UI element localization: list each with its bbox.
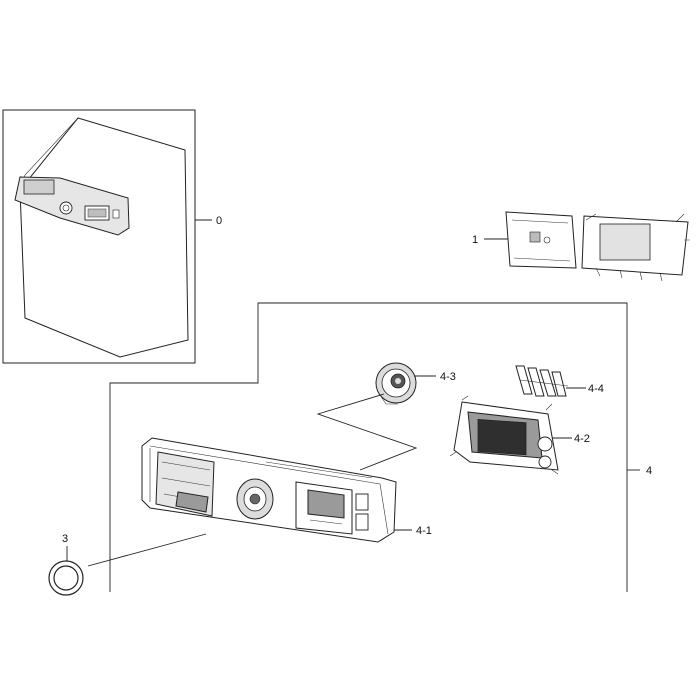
label-3: 3 bbox=[62, 533, 68, 545]
label-4-2: 4-2 bbox=[574, 433, 590, 445]
pcb-front-board bbox=[505, 211, 577, 269]
washer-overview-group: 0 bbox=[2, 109, 222, 364]
label-4: 4 bbox=[646, 465, 652, 477]
leader-3-to-panel bbox=[87, 533, 207, 567]
display-module-button bbox=[537, 436, 553, 452]
washer-body bbox=[19, 117, 189, 358]
main-pcb-group: 1 bbox=[472, 211, 690, 282]
label-4-4: 4-4 bbox=[588, 383, 604, 395]
panel-button-top bbox=[355, 493, 369, 511]
panel-button-bottom bbox=[355, 513, 369, 531]
control-panel-group: 4-1 bbox=[141, 437, 432, 543]
assembly-4-boundary: 4 bbox=[109, 302, 652, 592]
display-module-group: 4-2 bbox=[449, 395, 590, 475]
film-strip bbox=[515, 365, 533, 395]
label-1: 1 bbox=[472, 234, 478, 246]
label-0: 0 bbox=[216, 215, 222, 227]
washer-knob bbox=[59, 201, 73, 215]
display-module-screen bbox=[477, 418, 527, 456]
selector-knob-group: 4-3 bbox=[375, 362, 456, 405]
leader-panel-fit bbox=[316, 393, 418, 471]
knob-cap-group: 3 bbox=[48, 533, 207, 596]
washer-detergent-drawer bbox=[23, 179, 55, 195]
overview-frame bbox=[2, 109, 196, 364]
label-4-3: 4-3 bbox=[440, 371, 456, 383]
label-4-1: 4-1 bbox=[416, 525, 432, 537]
film-strips-group: 4-4 bbox=[515, 365, 604, 397]
